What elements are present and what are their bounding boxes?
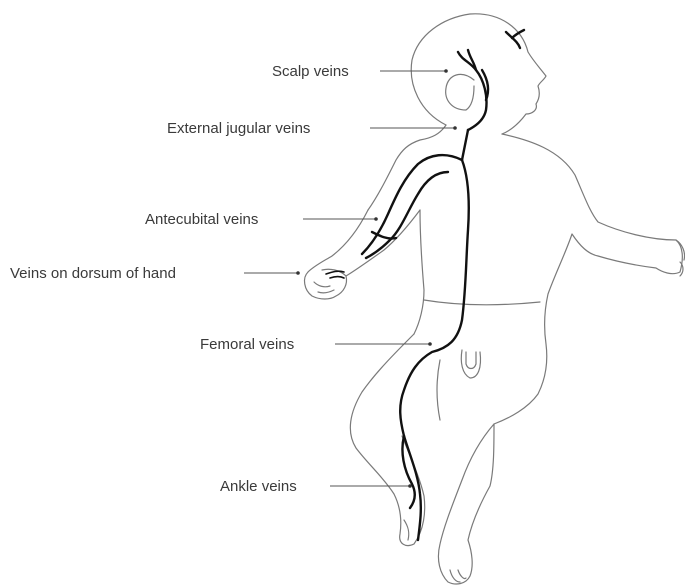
ear-outline <box>446 74 474 110</box>
dot-external-jugular <box>453 126 457 130</box>
dot-dorsum-hand <box>296 271 300 275</box>
infant-body-outline <box>305 14 685 584</box>
left-leg-outline <box>350 334 440 546</box>
external-jugular-vein-path <box>462 130 468 160</box>
label-external-jugular-text: External jugular veins <box>167 120 310 137</box>
label-ankle-veins: Ankle veins <box>220 478 412 495</box>
right-leg-outline <box>438 424 494 584</box>
veins <box>326 30 524 540</box>
left-foot-outline <box>404 520 409 540</box>
hand-vein-path <box>326 271 344 278</box>
label-dorsum-hand-veins: Veins on dorsum of hand <box>10 265 300 282</box>
arm-vein-inner-path <box>366 172 448 258</box>
right-foot-outline <box>450 570 466 582</box>
genital-outline <box>461 350 480 378</box>
label-antecubital-veins: Antecubital veins <box>145 211 378 228</box>
waist-outline <box>424 300 540 305</box>
label-femoral-veins: Femoral veins <box>200 336 432 353</box>
dot-femoral <box>428 342 432 346</box>
left-shoulder-outline <box>368 125 446 210</box>
label-external-jugular-veins: External jugular veins <box>167 120 457 137</box>
label-scalp-veins: Scalp veins <box>272 63 448 80</box>
label-femoral-text: Femoral veins <box>200 336 294 353</box>
label-dorsum-hand-text: Veins on dorsum of hand <box>10 265 176 282</box>
dot-antecubital <box>374 217 378 221</box>
label-antecubital-text: Antecubital veins <box>145 211 258 228</box>
trunk-vein-path <box>400 160 469 436</box>
torso-right-arm-outline <box>494 134 682 424</box>
trunk-left-outline <box>414 210 424 334</box>
scalp-vein-path <box>458 52 487 130</box>
dot-scalp <box>444 69 448 73</box>
scalp-vein-top-path <box>506 30 524 48</box>
dot-ankle <box>408 484 412 488</box>
label-scalp-text: Scalp veins <box>272 63 349 80</box>
label-ankle-text: Ankle veins <box>220 478 297 495</box>
